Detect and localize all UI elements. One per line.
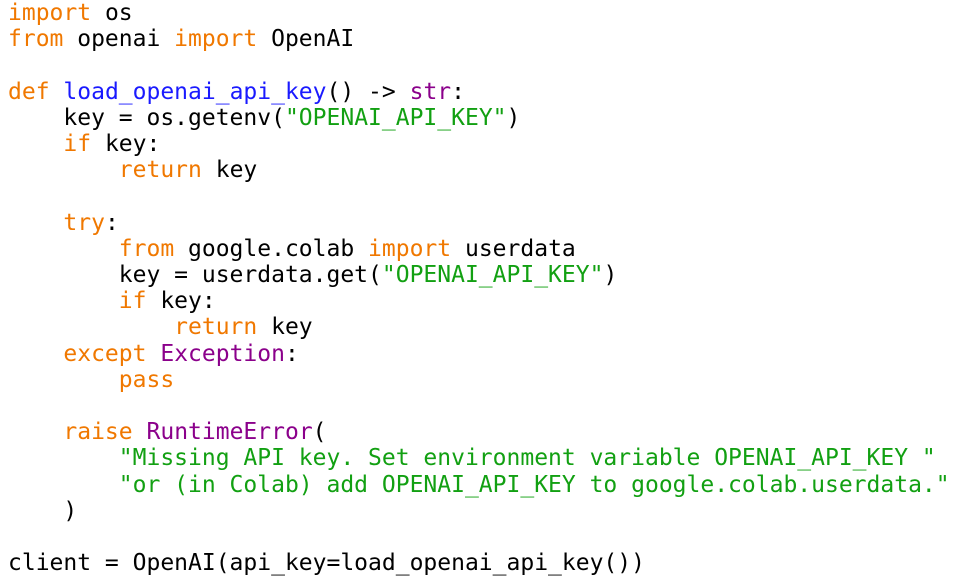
code-line: key = userdata.get("OPENAI_API_KEY") bbox=[8, 262, 618, 288]
keyword-token: from bbox=[8, 26, 64, 53]
function-name-token: load_openai_api_key bbox=[63, 78, 327, 105]
code-line: raise RuntimeError( bbox=[8, 419, 327, 446]
code-text-token: : bbox=[104, 209, 119, 236]
code-line: import os bbox=[8, 0, 133, 26]
builtin-token: str bbox=[409, 78, 452, 105]
code-text-token bbox=[8, 367, 119, 393]
code-line: from openai import OpenAI bbox=[8, 26, 354, 52]
code-line: client = OpenAI(api_key=load_openai_api_… bbox=[8, 550, 645, 576]
code-text-token bbox=[133, 419, 147, 445]
keyword-token: import bbox=[174, 26, 258, 53]
code-text-token: key bbox=[201, 157, 258, 184]
code-line: try: bbox=[8, 209, 119, 236]
builtin-token: RuntimeError bbox=[146, 419, 313, 446]
code-line: "Missing API key. Set environment variab… bbox=[8, 445, 936, 471]
code-text-token: () -> bbox=[326, 78, 410, 105]
code-text-token: client = OpenAI(api_key=load_openai_api_… bbox=[8, 550, 645, 577]
string-token: "OPENAI_API_KEY" bbox=[284, 104, 507, 131]
keyword-token: def bbox=[8, 78, 50, 105]
keyword-token: import bbox=[368, 235, 452, 262]
code-text-token: ) bbox=[506, 104, 521, 131]
code-text-token: key: bbox=[91, 131, 161, 157]
code-text-token: OpenAI bbox=[257, 26, 355, 53]
code-text-token bbox=[8, 157, 119, 183]
code-text-token bbox=[8, 210, 63, 236]
keyword-token: pass bbox=[118, 366, 175, 393]
code-line: ) bbox=[8, 498, 77, 524]
code-text-token: google.colab bbox=[174, 235, 369, 262]
code-text-token bbox=[8, 445, 119, 471]
code-text-token bbox=[8, 131, 63, 157]
code-text-token: : bbox=[284, 340, 299, 367]
keyword-token: return bbox=[174, 314, 258, 341]
keyword-token: if bbox=[63, 131, 92, 157]
code-line: return key bbox=[8, 314, 313, 341]
code-line: except Exception: bbox=[8, 340, 299, 367]
code-text-token: ) bbox=[8, 497, 78, 524]
code-text-token bbox=[8, 288, 119, 314]
code-line: if key: bbox=[8, 288, 216, 314]
code-text-token: key bbox=[257, 314, 313, 341]
keyword-token: if bbox=[118, 288, 147, 315]
code-line: "or (in Colab) add OPENAI_API_KEY to goo… bbox=[8, 472, 950, 498]
code-line: if key: bbox=[8, 131, 160, 157]
code-line: pass bbox=[8, 367, 174, 393]
code-text-token: key = userdata.get( bbox=[8, 262, 382, 288]
code-text-token: ( bbox=[312, 419, 327, 446]
string-token: "or (in Colab) add OPENAI_API_KEY to goo… bbox=[118, 471, 950, 498]
code-text-token bbox=[8, 341, 63, 367]
keyword-token: except bbox=[63, 340, 147, 367]
string-token: "Missing API key. Set environment variab… bbox=[118, 445, 936, 472]
keyword-token: from bbox=[118, 235, 175, 262]
code-text-token: key: bbox=[146, 288, 216, 315]
code-text-token: : bbox=[451, 78, 466, 105]
code-text-token bbox=[8, 419, 63, 445]
code-text-token: os bbox=[91, 0, 133, 26]
code-line: key = os.getenv("OPENAI_API_KEY") bbox=[8, 105, 520, 131]
code-text-token bbox=[146, 341, 160, 367]
keyword-token: try bbox=[63, 209, 105, 236]
string-token: "OPENAI_API_KEY" bbox=[381, 262, 604, 288]
code-text-token bbox=[8, 472, 119, 498]
code-text-token: key = os.getenv( bbox=[8, 104, 285, 131]
code-line: return key bbox=[8, 157, 257, 183]
code-text-token bbox=[50, 79, 64, 105]
keyword-token: raise bbox=[63, 419, 133, 446]
code-text-token bbox=[8, 236, 119, 262]
code-line: from google.colab import userdata bbox=[8, 236, 576, 262]
keyword-token: return bbox=[118, 157, 202, 184]
keyword-token: import bbox=[8, 0, 92, 26]
code-text-token bbox=[8, 314, 174, 340]
code-text-token: openai bbox=[63, 26, 175, 53]
code-text-token: userdata bbox=[451, 235, 576, 262]
code-line: def load_openai_api_key() -> str: bbox=[8, 79, 465, 105]
code-text-token: ) bbox=[603, 262, 618, 288]
builtin-token: Exception bbox=[160, 340, 285, 367]
